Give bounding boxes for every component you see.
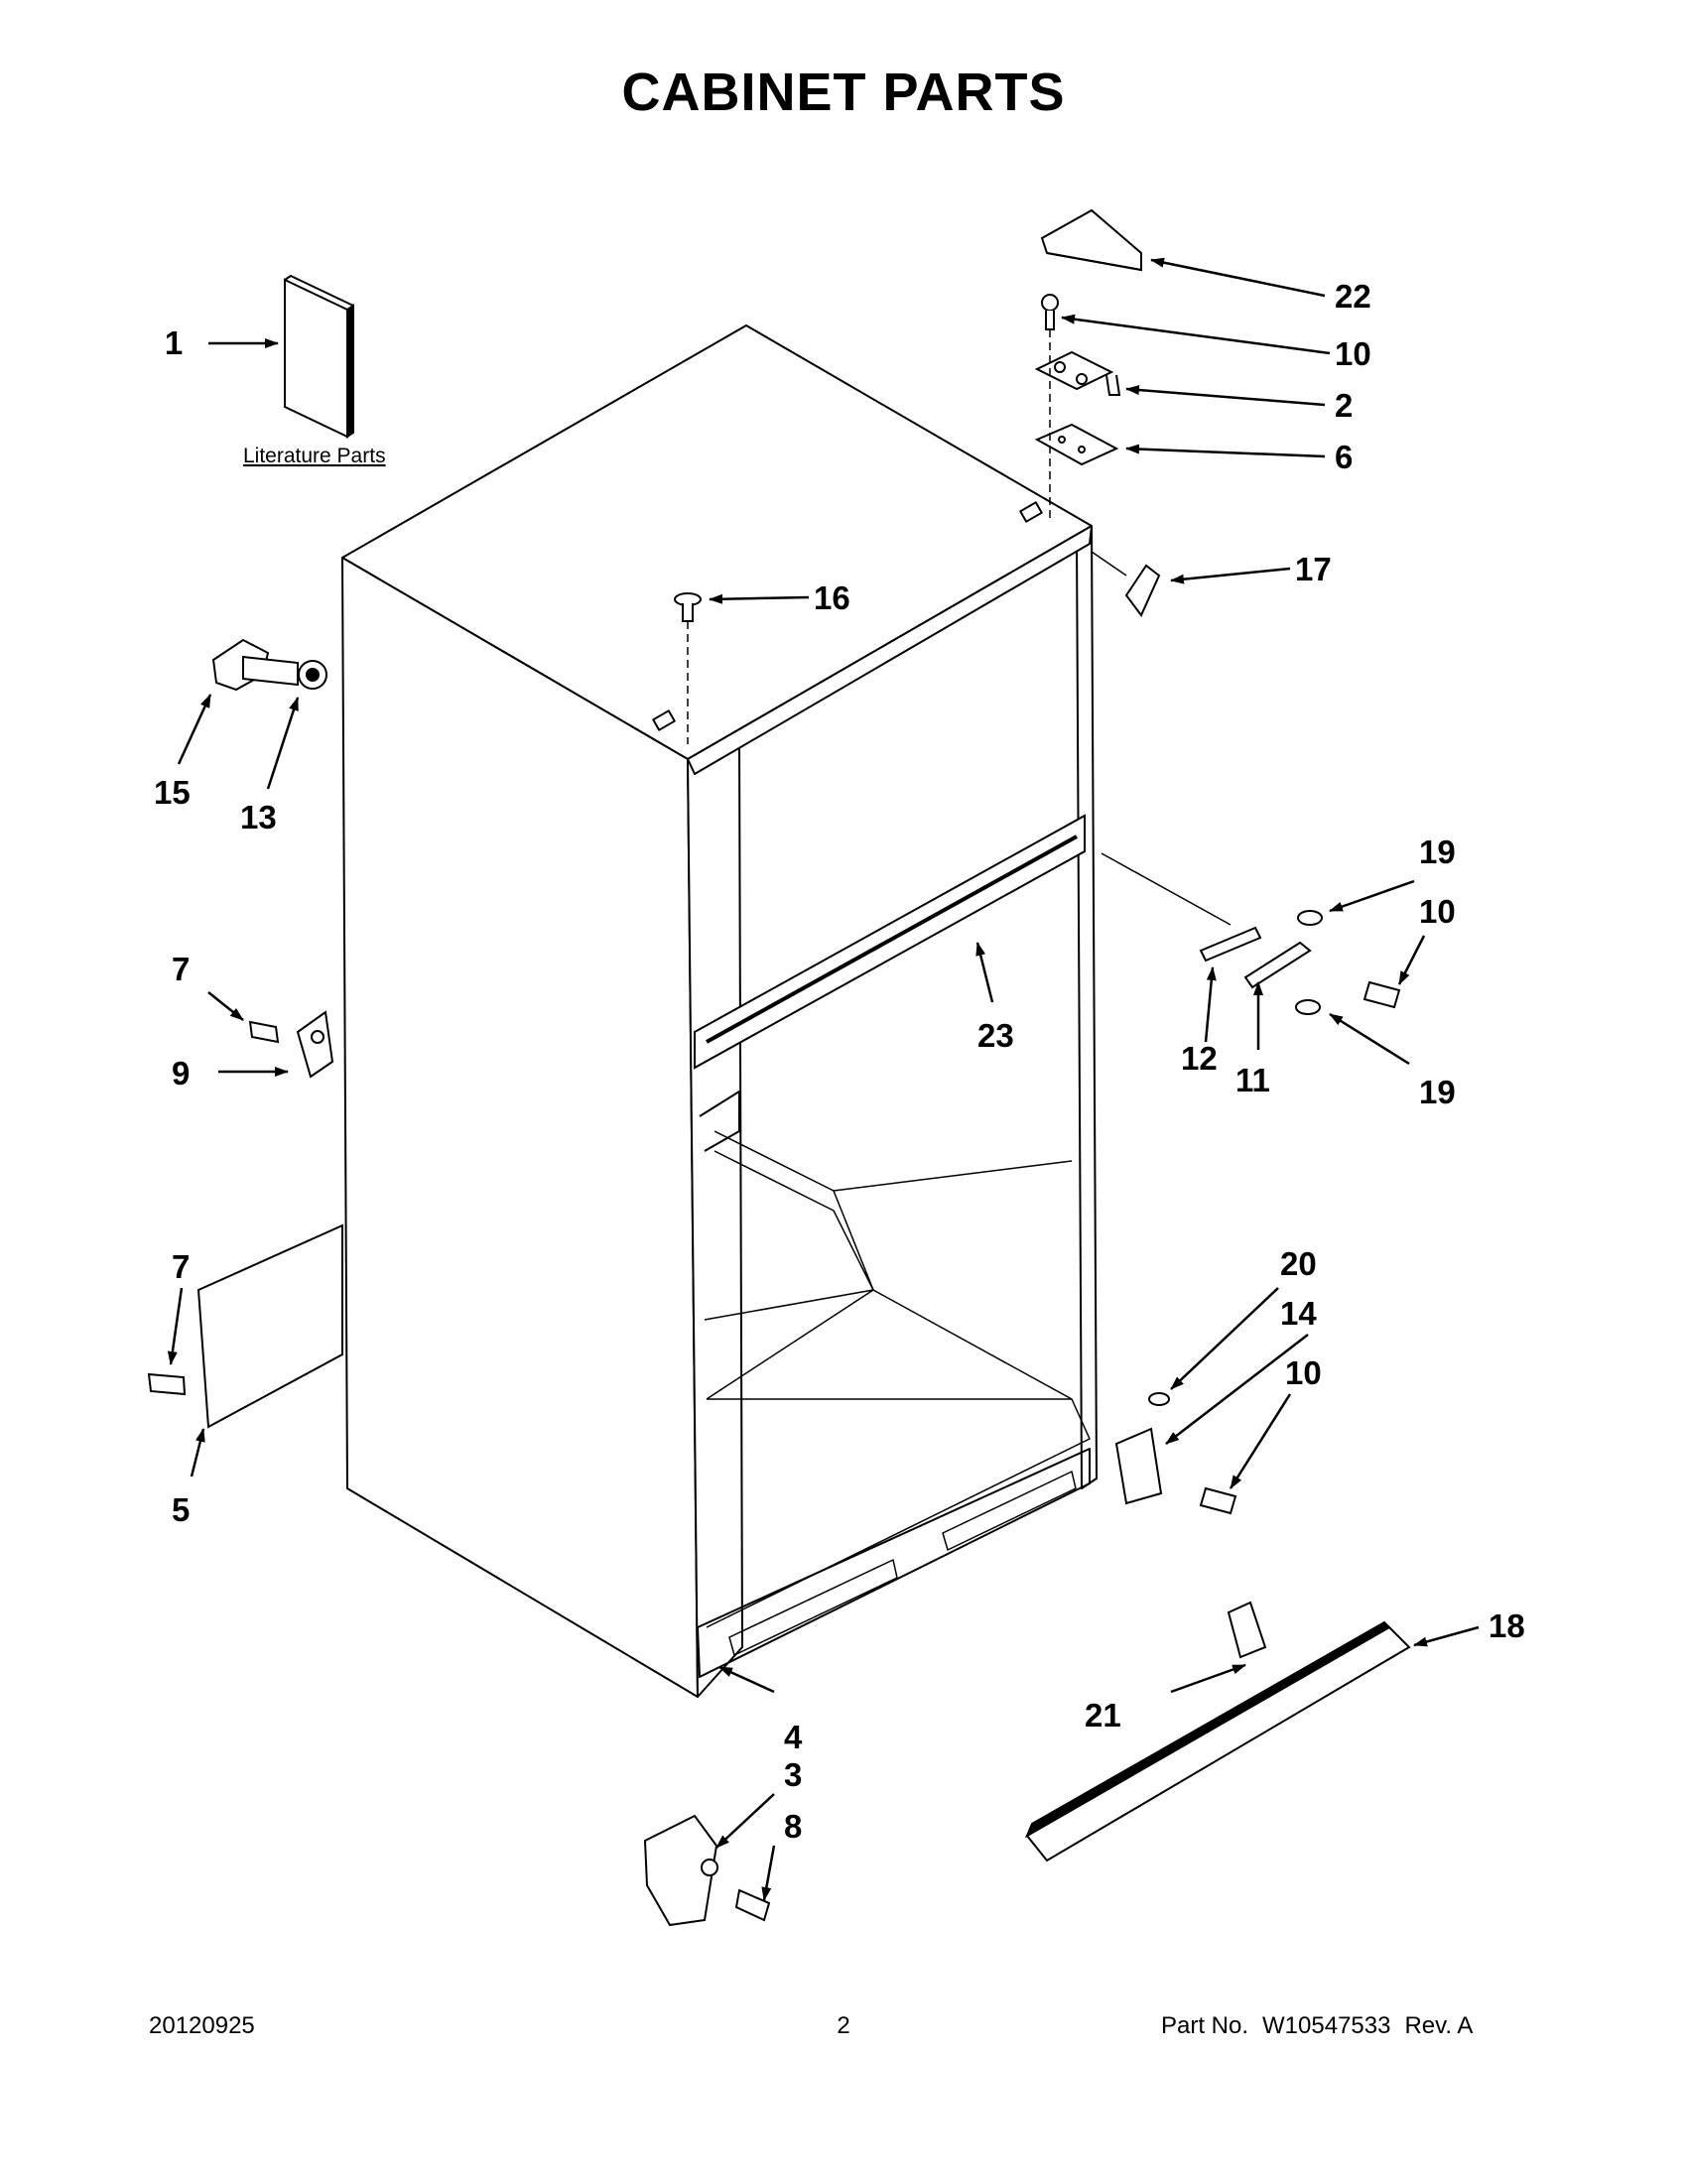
footer-page-number: 2 [837,2012,850,2039]
callout-2: 2 [1335,387,1353,424]
footer-part-label: Part No. [1161,2012,1249,2039]
callout-1: 1 [165,324,183,361]
cabinet [341,324,1098,1698]
callout-14: 14 [1280,1295,1317,1332]
leader-lines [167,257,1480,1901]
callout-17: 17 [1295,551,1332,587]
callout-16: 16 [814,579,850,616]
callout-7-upper: 7 [172,951,190,987]
part-21-clip [1227,1601,1267,1659]
callout-3: 3 [784,1756,802,1793]
callout-6: 6 [1335,439,1353,475]
callout-18: 18 [1489,1607,1525,1644]
callout-19-lower: 19 [1419,1074,1456,1110]
callout-20: 20 [1280,1245,1317,1282]
part-15-13-assembly [211,638,327,692]
footer-revision: Rev. A [1404,2012,1474,2039]
part-1-literature [284,274,354,439]
callout-8: 8 [784,1808,802,1845]
callout-11: 11 [1235,1062,1270,1098]
part-6-shim [1034,423,1119,466]
callout-19-upper: 19 [1419,834,1456,870]
callout-13: 13 [240,799,277,835]
part-5-panel [147,1223,343,1429]
part-9-bracket [248,1010,334,1079]
part-14-hinge-pin [1114,1392,1237,1515]
callout-9: 9 [172,1055,190,1092]
part-2-top-hinge [1034,350,1121,396]
callout-21: 21 [1085,1697,1121,1734]
callout-10-top: 10 [1335,335,1371,372]
part-18-grille [1024,1620,1411,1863]
part-16-plug [674,592,702,622]
part-10-screw-top [1041,294,1059,330]
part-22-hinge-cover [1040,208,1142,272]
callout-5: 5 [172,1491,190,1528]
callout-10-lower: 10 [1285,1354,1322,1391]
part-23-crossbar [694,814,1086,1070]
callout-23: 23 [977,1017,1014,1054]
part-17 [1124,564,1161,617]
part-3-lower-hinge [643,1814,771,1927]
page-title: CABINET PARTS [621,63,1066,122]
callout-12: 12 [1181,1040,1218,1077]
callout-10-middle: 10 [1419,893,1456,930]
literature-parts-label: Literature Parts [243,445,386,467]
part-11-12-middle-hinge [1199,910,1401,1015]
callout-22: 22 [1335,278,1371,315]
footer-date: 20120925 [149,2012,255,2039]
callout-4: 4 [784,1719,803,1755]
callout-15: 15 [154,774,191,811]
footer-part-info: Part No. W10547533 Rev. A [1161,2012,1487,2040]
callout-7-lower: 7 [172,1248,190,1285]
footer-part-number: W10547533 [1262,2012,1391,2039]
